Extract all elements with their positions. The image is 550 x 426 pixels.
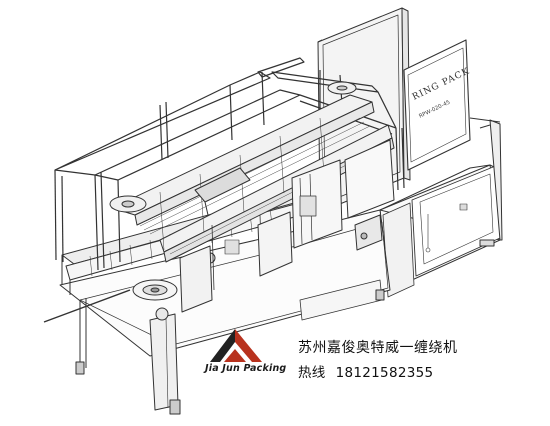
central-gantry (179, 139, 395, 313)
machine-base (59, 209, 391, 415)
logo-triangle-dark (210, 329, 235, 362)
hotline-label: 热线 (298, 365, 326, 381)
logo-triangle-red (235, 329, 262, 362)
label-plate: RING PACK RPW-020-45 (403, 39, 472, 171)
guard-frame (54, 57, 405, 271)
company-logo-icon (210, 329, 262, 362)
company-name: 苏州嘉俊奥特威一缠绕机 (298, 340, 458, 356)
hotline: 热线 18121582355 (298, 361, 443, 381)
hotline-number: 18121582355 (335, 365, 434, 381)
logo-text: Jia Jun Packing (205, 363, 287, 374)
